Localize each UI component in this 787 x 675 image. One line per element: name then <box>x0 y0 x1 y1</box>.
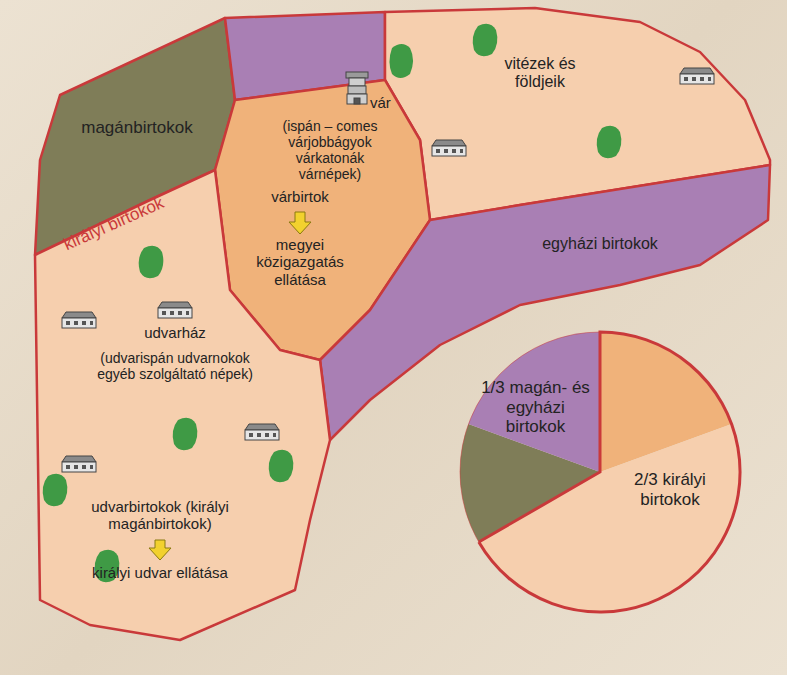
pie-slice-label: 2/3 királyi birtokok <box>620 470 720 530</box>
region-text: magánbirtokok <box>57 118 217 138</box>
map-detail <box>354 98 360 104</box>
private-estate-region: magánbirtokok <box>45 60 230 200</box>
pie-slice <box>468 332 600 472</box>
forest <box>139 246 164 279</box>
region-text: udvarház <box>115 324 235 341</box>
pie-slice-label: 1/3 magán- és egyházi birtokok <box>478 378 593 468</box>
house-icon <box>62 456 96 472</box>
border-label: királyi birtokok <box>61 193 168 255</box>
region-text: 1/3 magán- és egyházi birtokok <box>478 378 593 437</box>
region-text: királyi udvar ellátása <box>60 564 260 581</box>
house-icon <box>680 68 714 84</box>
house-icon <box>62 312 96 328</box>
forest <box>473 24 498 57</box>
region-text: (udvarispán udvarnokok egyéb szolgáltató… <box>80 350 270 382</box>
yellow-arrow <box>149 540 171 560</box>
region-text: vitézek és földjeik <box>480 55 600 92</box>
map-detail <box>347 94 367 104</box>
pie-chart <box>460 332 740 612</box>
castle-estate-region: vár (ispán – comes várjobbágyok várkatoná… <box>215 80 430 340</box>
royal-court-region: udvarház (udvarispán udvarnokok egyéb szo… <box>40 300 310 600</box>
region-text: (ispán – comes várjobbágyok várkatonák v… <box>265 118 395 182</box>
forest <box>597 126 622 159</box>
yellow-arrow <box>289 212 311 234</box>
map-detail <box>348 86 366 94</box>
forest <box>390 44 414 78</box>
house-icon <box>245 424 279 440</box>
pie-outline <box>460 332 740 612</box>
castle-icon <box>346 72 368 104</box>
region-text: várbirtok <box>250 188 350 205</box>
house-icon <box>158 302 192 318</box>
region-text: udvarbirtokok (királyi magánbirtokok) <box>60 498 260 533</box>
region-text: 2/3 királyi birtokok <box>620 470 720 509</box>
forest <box>43 474 68 507</box>
region-text: egyházi birtokok <box>510 235 690 253</box>
forest <box>269 450 294 483</box>
map-regions <box>35 8 770 640</box>
warrior-lands-region: vitézek és földjeik <box>440 40 640 160</box>
forest <box>173 418 198 451</box>
map-detail <box>346 72 368 78</box>
church-region-top <box>225 12 385 100</box>
region-text: vár <box>370 94 410 111</box>
map-detail <box>349 78 365 86</box>
church-estate-region: egyházi birtokok <box>500 225 700 275</box>
pie-border <box>479 332 740 612</box>
forest-blobs <box>43 24 622 583</box>
house-icon <box>432 140 466 156</box>
region-text: megyei közigazgatás ellátása <box>240 236 360 288</box>
